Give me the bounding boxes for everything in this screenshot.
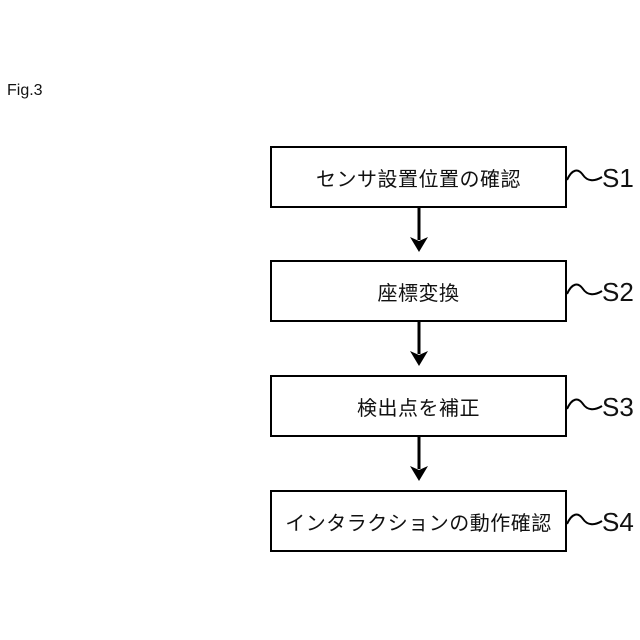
reference-squiggle-3 bbox=[566, 398, 603, 411]
step-id-label-3: S3 bbox=[602, 392, 634, 422]
flow-step-box-4: インタラクションの動作確認 bbox=[270, 490, 567, 552]
down-arrow-icon-3 bbox=[410, 436, 428, 481]
flow-step-text-4: インタラクションの動作確認 bbox=[285, 512, 552, 535]
step-id-label-2: S2 bbox=[602, 277, 634, 307]
reference-squiggle-1 bbox=[566, 169, 603, 182]
down-arrow-icon-1 bbox=[410, 207, 428, 252]
step-id-label-4: S4 bbox=[602, 507, 634, 537]
down-arrow-icon-2 bbox=[410, 321, 428, 366]
flow-step-box-1: センサ設置位置の確認 bbox=[270, 146, 567, 208]
figure-label: Fig.3 bbox=[7, 82, 43, 99]
step-id-label-1: S1 bbox=[602, 163, 634, 193]
flow-step-box-2: 座標変換 bbox=[270, 260, 567, 322]
flow-step-text-2: 座標変換 bbox=[377, 282, 460, 305]
flow-step-text-1: センサ設置位置の確認 bbox=[316, 168, 521, 191]
reference-squiggle-4 bbox=[566, 513, 603, 526]
reference-squiggle-2 bbox=[566, 283, 603, 296]
flow-step-text-3: 検出点を補正 bbox=[357, 397, 480, 420]
flow-step-box-3: 検出点を補正 bbox=[270, 375, 567, 437]
